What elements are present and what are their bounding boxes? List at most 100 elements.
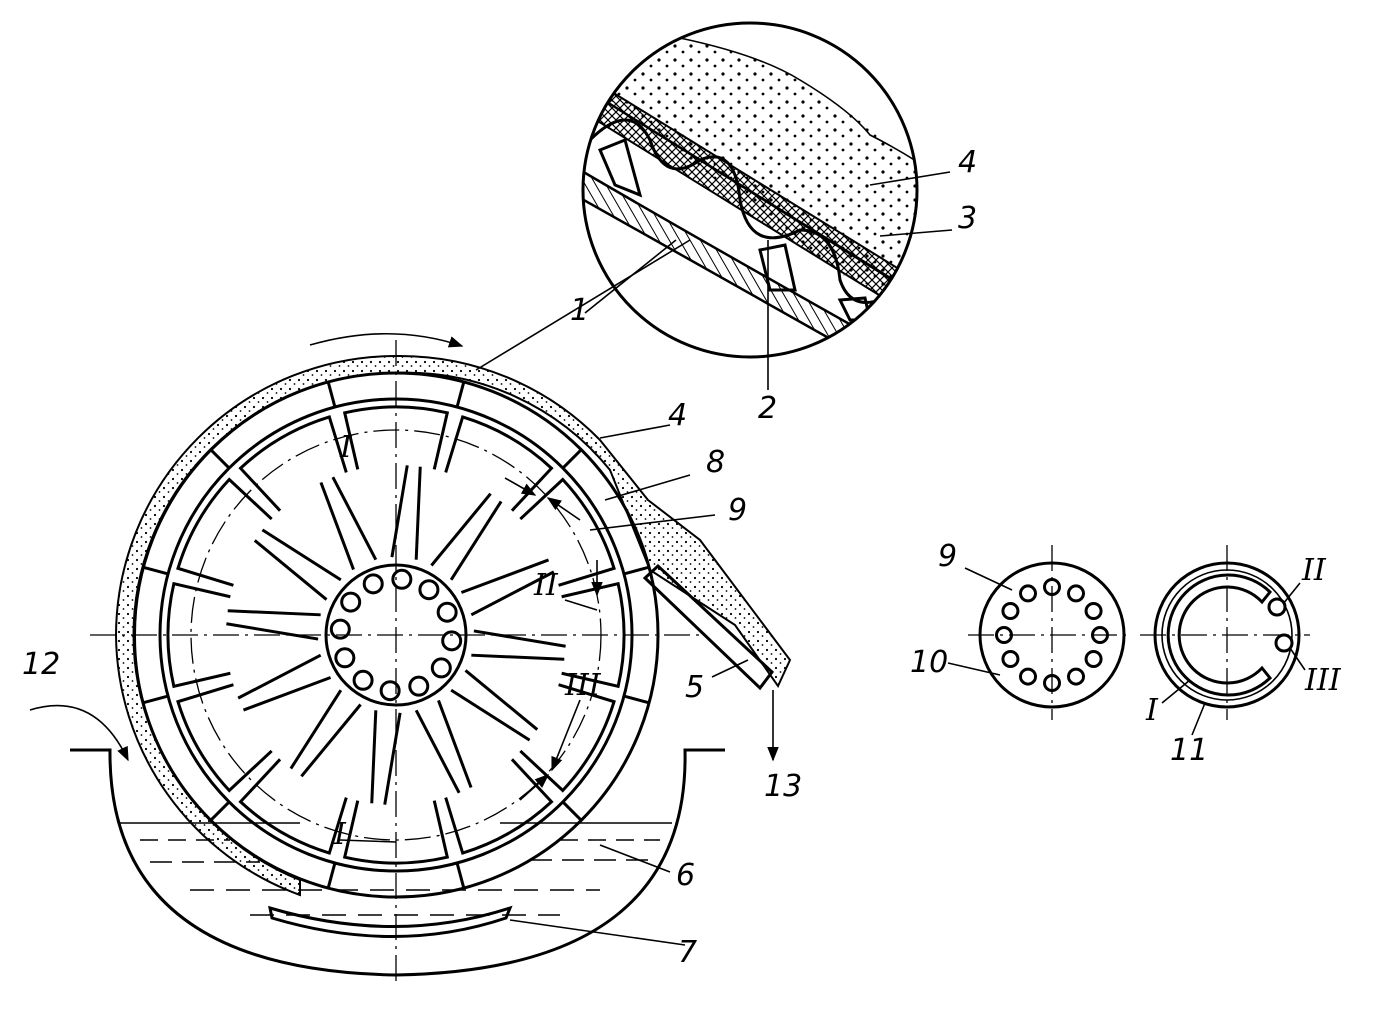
cell-partition [142, 565, 169, 576]
moving-disc-holes [995, 578, 1109, 692]
spoke-pipe-wall [227, 609, 321, 617]
disc-hole [1084, 602, 1103, 620]
spoke-pipe-wall [430, 492, 492, 567]
label-mesh: 2 [758, 391, 777, 426]
detail-circle [581, 21, 919, 359]
slurry-liquid [120, 822, 672, 916]
drum-shell [132, 371, 660, 899]
zone-line-c [564, 599, 598, 611]
spoke-pipe-wall [470, 570, 555, 617]
detail-view [475, 21, 919, 371]
zone-label-top: I [339, 430, 353, 465]
hub-hole [441, 630, 463, 652]
spoke-pipe-wall [370, 710, 378, 804]
label-moving-disc: 10 [910, 645, 948, 680]
spoke-pipe-wall [331, 476, 378, 561]
drum-cell [519, 477, 616, 587]
spoke-pipe-wall [414, 709, 461, 794]
zone-label-bottom: I [333, 817, 347, 852]
zone-label-ii: II [533, 568, 559, 603]
cell-partition [326, 381, 337, 408]
spoke-pipe-wall [300, 703, 362, 778]
scraper-assembly [642, 563, 779, 762]
spoke-pipe-wall [383, 712, 402, 805]
spoke-pipe-wall [261, 528, 342, 582]
spoke-pipe-wall [460, 558, 550, 594]
labels: 1 2 3 4 4 8 9 5 6 7 12 13 9 10 11 I I II… [22, 145, 1342, 970]
hub-hole [334, 647, 356, 669]
drum-cell [166, 581, 231, 689]
cell-partition [142, 694, 169, 705]
disc-hole [1043, 578, 1061, 596]
label-pipe: 9 [728, 493, 747, 528]
hub-hole [430, 657, 452, 679]
label-feed: 12 [22, 647, 60, 682]
cell-partition [623, 565, 650, 576]
label-cloth: 3 [958, 201, 977, 236]
cell-partition [209, 448, 231, 470]
label-fixed-disc: 11 [1170, 733, 1208, 768]
label-belt: 1 [570, 293, 589, 328]
disc-label-ii: II [1301, 553, 1327, 588]
disc-hole [1067, 667, 1085, 686]
spoke-pipe-wall [253, 539, 328, 601]
label-discharge: 13 [764, 769, 802, 804]
cell-partition [561, 448, 583, 470]
cell-partition [209, 800, 231, 822]
spoke-pipe-wall [319, 481, 355, 571]
hub-hole [418, 579, 440, 601]
cell-partition [326, 862, 337, 889]
drum-hub [324, 563, 468, 707]
drum-cell [342, 405, 450, 470]
drum-cell [444, 415, 554, 512]
tank-wall [70, 748, 725, 977]
spoke-pipe-wall [390, 465, 409, 558]
spoke-pipe-wall [450, 688, 531, 742]
label-drum-cake: 4 [668, 398, 687, 433]
distribution-discs [968, 545, 1310, 720]
label-slurry: 6 [676, 858, 695, 893]
drum-cell [444, 758, 554, 855]
disc-hole [1067, 584, 1085, 603]
label-detail-cake: 4 [958, 145, 977, 180]
spoke-pipe-wall [437, 699, 473, 789]
hub-hole [340, 591, 362, 613]
cell-partition [455, 862, 466, 889]
hub-hole [362, 573, 384, 595]
slurry-tank [29, 704, 725, 977]
drum-cell [519, 683, 616, 793]
drum-cell [238, 758, 348, 855]
zone-arrow-d [519, 774, 550, 801]
spoke-pipe-wall [473, 629, 566, 648]
leader-lines [509, 171, 1306, 946]
cell-partition [561, 800, 583, 822]
spoke-pipe-wall [237, 653, 322, 700]
hub-hole [352, 669, 374, 691]
label-left-disc-pipe: 9 [938, 539, 957, 574]
spoke-pipe-wall [471, 653, 565, 661]
rotation-arrow [309, 332, 464, 348]
zone-arrow-e [551, 699, 581, 772]
hub-hole [436, 601, 458, 623]
drum-cell [342, 800, 450, 865]
disc-hole [1019, 667, 1037, 686]
fixed-disc-hole-iii [1274, 633, 1294, 653]
fixed-disc-hole-ii [1267, 597, 1287, 617]
agitator [268, 905, 513, 938]
disc-hole [1001, 602, 1020, 620]
cell-partition [623, 694, 650, 705]
disc-hole [1001, 650, 1020, 668]
hub-hole [391, 568, 413, 590]
label-cell: 8 [706, 445, 725, 480]
spoke-pipe-wall [414, 466, 422, 560]
zone-arrow-a [504, 477, 537, 496]
drum-inner-rim [158, 397, 634, 873]
detail-leader [475, 239, 691, 371]
fixed-disc-slot [1166, 573, 1273, 697]
hub-pipe-holes [329, 568, 463, 702]
hub-hole [379, 680, 401, 702]
label-agitator: 7 [678, 935, 697, 970]
hub-hole [408, 675, 430, 697]
zone-line-bottom [339, 839, 397, 843]
